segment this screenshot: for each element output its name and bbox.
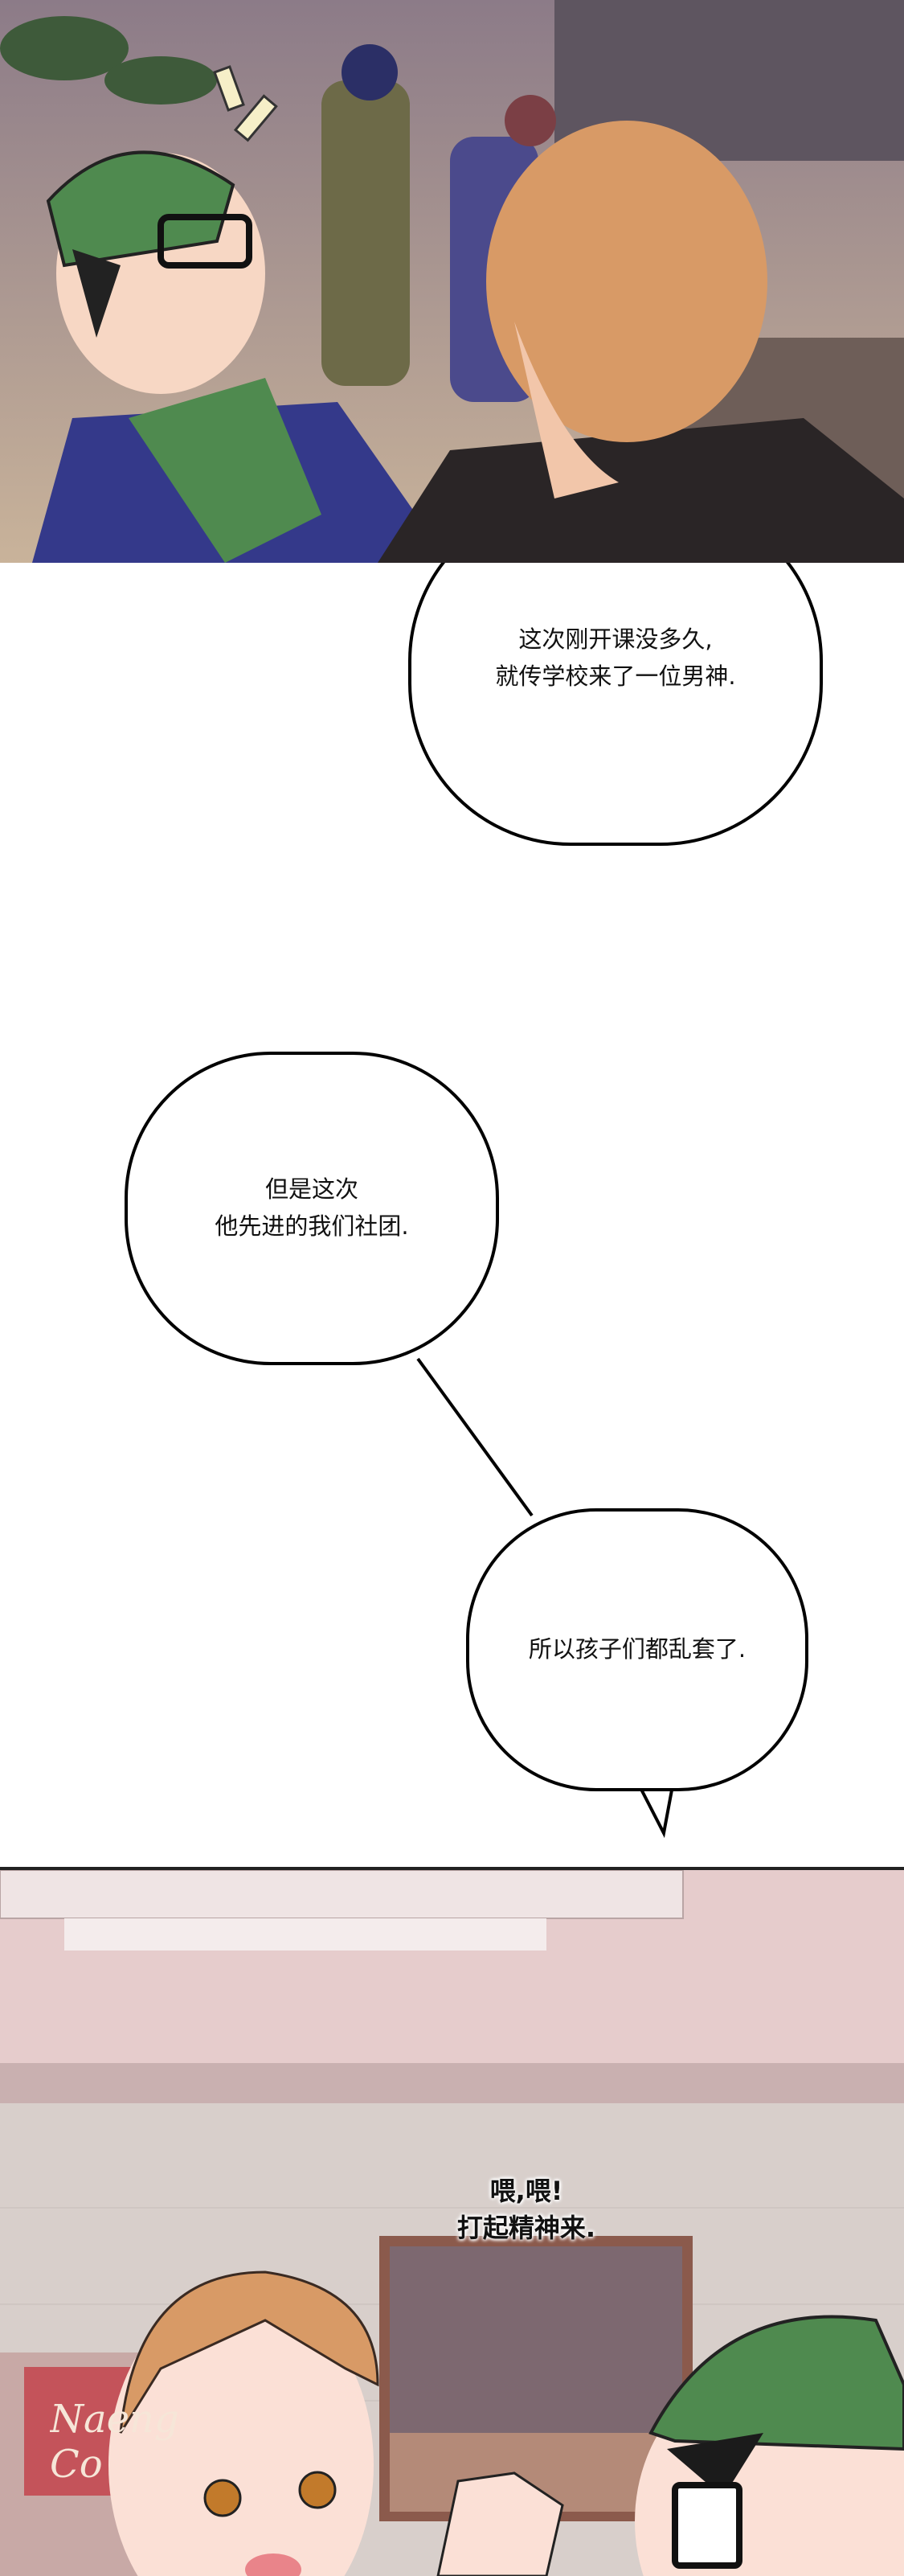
sfx-text: 喂,喂! 打起精神来. (438, 2172, 615, 2246)
comic-panel-store: Naeng Co 喂,喂! 打起精神来. (0, 1867, 904, 2576)
bubble-2-tail (418, 1359, 532, 1516)
bubble-2-line-1: 但是这次 (126, 1171, 497, 1208)
speech-bubble-1 (410, 563, 821, 844)
bubble-2-text: 但是这次 他先进的我们社团. (126, 1171, 497, 1245)
bubble-1-line-1: 这次刚开课没多久, (410, 621, 821, 658)
cafe-illustration (0, 0, 904, 563)
sfx-line-2: 打起精神来. (438, 2209, 615, 2246)
bubble-3-text: 所以孩子们都乱套了. (468, 1631, 807, 1667)
soldier-figure (321, 44, 410, 386)
comic-panel-cafe (0, 0, 904, 563)
comic-panel-narration: 这次刚开课没多久, 就传学校来了一位男神. 但是这次 他先进的我们社团. 所以孩… (0, 563, 904, 1867)
bubble-2-line-2: 他先进的我们社团. (126, 1208, 497, 1245)
store-sign-text: Naeng Co (50, 2397, 190, 2487)
bubble-1-line-2: 就传学校来了一位男神. (410, 658, 821, 695)
bubble-3-line-1: 所以孩子们都乱套了. (468, 1631, 807, 1667)
sfx-line-1: 喂,喂! (438, 2172, 615, 2209)
bubble-1-text: 这次刚开课没多久, 就传学校来了一位男神. (410, 621, 821, 695)
